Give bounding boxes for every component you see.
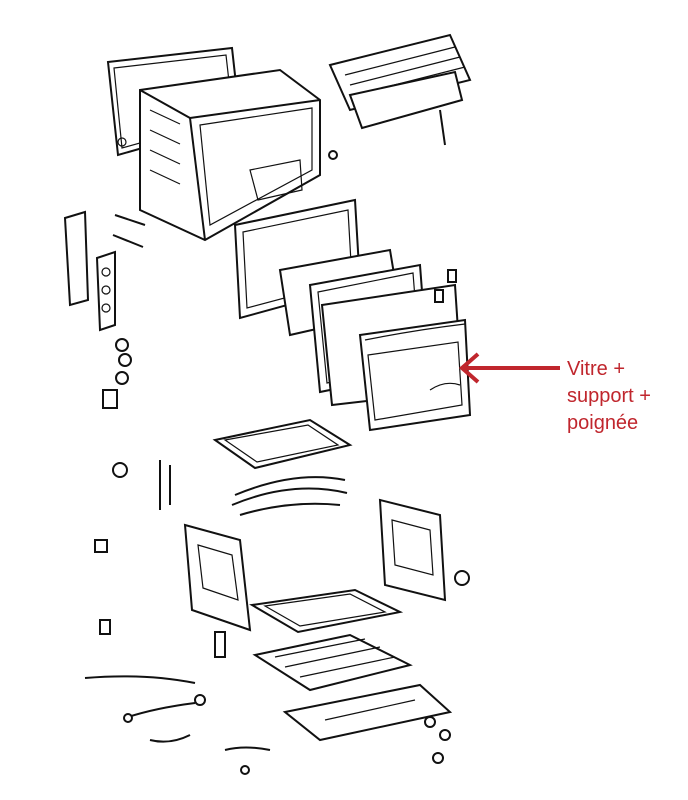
- left-side-rack: [183, 523, 252, 658]
- part-label-line-2: support +: [567, 385, 651, 407]
- part-label-line-1: Vitre +: [567, 358, 625, 380]
- drip-tray: [212, 418, 353, 470]
- heating-element: [159, 460, 348, 516]
- grill-element: [252, 633, 413, 692]
- door-frames: [233, 198, 464, 407]
- oven-cabinet: [139, 68, 321, 242]
- knobs: [94, 338, 132, 635]
- wiring: [84, 675, 271, 775]
- grill-rack: [328, 33, 472, 146]
- part-label-line-3: poignée: [567, 412, 639, 434]
- front-door-glass-handle: [358, 318, 472, 432]
- baking-tray: [249, 588, 404, 634]
- callout-arrow: [458, 352, 560, 384]
- bottom-plate: [282, 683, 453, 764]
- right-side-rack: [378, 498, 470, 602]
- control-panel: [63, 210, 146, 332]
- part-label: Vitre + support + poignée: [567, 356, 651, 437]
- screw: [328, 150, 338, 160]
